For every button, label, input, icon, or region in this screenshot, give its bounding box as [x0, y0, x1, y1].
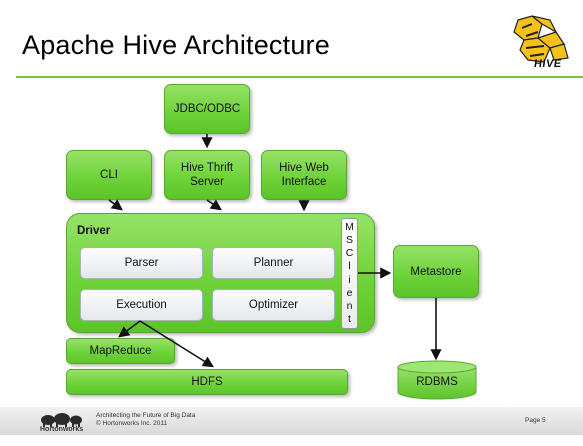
execution-label: Execution	[116, 299, 167, 311]
jdbc-odbc-box: JDBC/ODBC	[164, 84, 250, 134]
metastore-box: Metastore	[393, 245, 479, 298]
hortonworks-elephant-icon	[41, 413, 82, 427]
driver-label: Driver	[77, 225, 111, 237]
msclient-letter: e	[346, 286, 353, 299]
msclient-letter: i	[348, 273, 351, 286]
hdfs-box: HDFS	[66, 369, 348, 395]
hive-thrift-server-label-1: Hive Thrift	[180, 162, 234, 174]
arrow-execution-to-mapreduce	[118, 320, 141, 338]
cli-box: CLI	[66, 150, 152, 200]
msclient-bar: M S C l i e n t	[341, 218, 358, 329]
optimizer-label: Optimizer	[248, 299, 299, 311]
mapreduce-label: MapReduce	[89, 345, 152, 357]
cli-label: CLI	[100, 169, 118, 181]
msclient-letter: M	[345, 221, 354, 234]
msclient-letter: t	[348, 312, 351, 325]
msclient-letter: l	[348, 260, 351, 273]
footer-text: Architecting the Future of Big Data © Ho…	[96, 412, 195, 428]
jdbc-odbc-label: JDBC/ODBC	[173, 103, 241, 115]
hive-web-interface-label-1: Hive Web	[279, 162, 329, 174]
parser-label: Parser	[124, 257, 159, 269]
arrow-cli-to-driver	[108, 199, 123, 211]
hive-web-interface-label-2: Interface	[281, 176, 327, 188]
msclient-letter: n	[346, 299, 353, 312]
rdbms-label: RDBMS	[416, 376, 458, 388]
hive-web-interface-box: Hive Web Interface	[261, 150, 347, 200]
arrow-execution-to-hdfs	[139, 320, 215, 368]
page-number: Page 5	[525, 417, 546, 424]
hortonworks-logo-text: Hortonworks	[40, 426, 84, 433]
title-underline	[16, 76, 583, 78]
planner-box: Planner	[212, 247, 335, 279]
hdfs-label: HDFS	[191, 376, 223, 388]
hive-thrift-server-label-2: Server	[190, 176, 224, 188]
hive-bee-logo-icon	[513, 15, 569, 63]
slide-title: Apache Hive Architecture	[22, 30, 330, 60]
footer-bar	[0, 407, 583, 435]
execution-box: Execution	[80, 289, 203, 321]
footer-line-2: © Hortonworks Inc. 2011	[96, 420, 168, 427]
parser-box: Parser	[80, 247, 203, 279]
hive-thrift-server-box: Hive Thrift Server	[164, 150, 250, 200]
msclient-letter: S	[345, 234, 353, 247]
msclient-letter: C	[345, 247, 354, 260]
rdbms-cylinder	[397, 360, 477, 400]
optimizer-box: Optimizer	[212, 289, 335, 321]
metastore-label: Metastore	[410, 265, 462, 278]
mapreduce-box: MapReduce	[66, 338, 175, 364]
footer-line-1: Architecting the Future of Big Data	[96, 412, 196, 419]
arrow-thrift-to-driver	[206, 199, 222, 211]
planner-label: Planner	[253, 257, 294, 269]
